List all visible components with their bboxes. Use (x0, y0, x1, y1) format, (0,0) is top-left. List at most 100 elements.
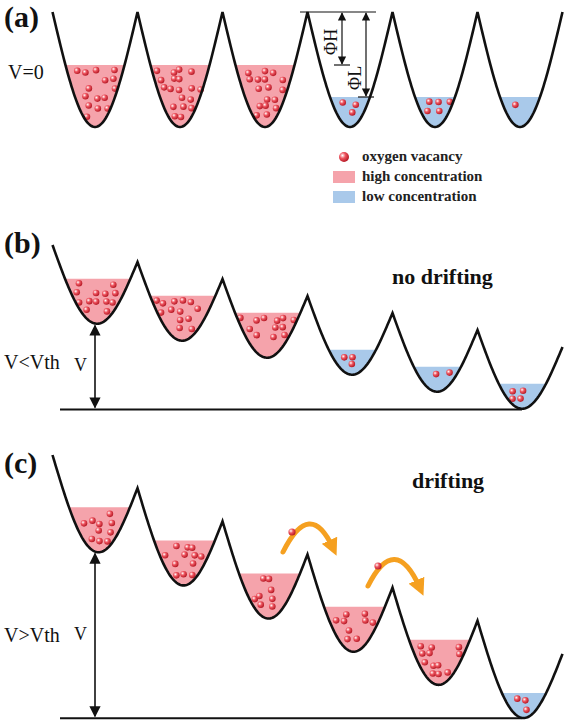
legend-text: low concentration (362, 188, 477, 205)
oxygen-vacancy-dot (109, 520, 116, 527)
legend-text: high concentration (362, 168, 482, 185)
oxygen-vacancy-dot (198, 553, 205, 560)
oxygen-vacancy-dot (168, 306, 175, 313)
voltage-label: V>Vth (4, 625, 60, 645)
oxygen-vacancy-dot (190, 560, 197, 567)
oxygen-vacancy-dot (107, 511, 114, 518)
oxygen-vacancy-dot (194, 305, 201, 312)
barrier-arrow (341, 13, 342, 64)
oxygen-vacancy-dot (362, 617, 369, 624)
oxygen-vacancy-dot (279, 87, 286, 94)
oxygen-vacancy-dot (435, 662, 442, 669)
oxygen-vacancy-dot (349, 109, 356, 116)
potential-panel (53, 245, 563, 410)
baseline (60, 717, 522, 719)
state-label: no drifting (392, 266, 493, 288)
oxygen-vacancy-dot (176, 66, 183, 73)
oxygen-vacancy-dot (255, 76, 262, 83)
oxygen-vacancy-dot (74, 67, 81, 74)
legend-sample (333, 150, 355, 164)
oxygen-vacancy-dot (280, 77, 287, 84)
oxygen-vacancy-dot (172, 561, 179, 568)
oxygen-vacancy-dot (81, 520, 88, 527)
oxygen-vacancy-dot (107, 529, 114, 536)
voltage-arrow (94, 326, 96, 408)
oxygen-vacancy-dot (433, 371, 440, 378)
oxygen-vacancy-dot (173, 572, 180, 579)
potential-panel (53, 12, 563, 127)
oxygen-vacancy-dot (181, 551, 188, 558)
oxygen-vacancy-dot (82, 93, 89, 100)
oxygen-vacancy-dot (180, 297, 187, 304)
oxygen-vacancy-dot (83, 307, 90, 314)
oxygen-vacancy-dot (333, 617, 340, 624)
oxygen-vacancy-dot (185, 315, 192, 322)
drifting-vacancy (374, 562, 381, 569)
oxygen-vacancy-dot (349, 361, 356, 368)
legend-swatch (333, 191, 355, 203)
oxygen-vacancy-dot (171, 298, 178, 305)
vacancy-sample (339, 152, 349, 162)
oxygen-vacancy-dot (426, 650, 433, 657)
oxygen-vacancy-dot (85, 102, 92, 109)
voltage-label: V (74, 356, 87, 374)
oxygen-vacancy-dot (173, 543, 180, 550)
oxygen-vacancy-dot (265, 84, 272, 91)
oxygen-vacancy-dot (76, 280, 83, 287)
oxygen-vacancy-dot (339, 99, 346, 106)
legend-entry: oxygen vacancy (333, 148, 462, 165)
legend-swatch (333, 171, 355, 183)
oxygen-vacancy-dot (261, 315, 268, 322)
oxygen-vacancy-dot (176, 87, 183, 94)
oxygen-vacancy-dot (281, 332, 288, 339)
oxygen-vacancy-dot (435, 99, 442, 106)
oxygen-vacancy-dot (102, 77, 109, 84)
baseline (60, 409, 522, 411)
oxygen-vacancy-dot (86, 298, 93, 305)
oxygen-vacancy-dot (177, 308, 184, 315)
oxygen-vacancy-dot (257, 103, 264, 110)
oxygen-vacancy-dot (456, 644, 463, 651)
oxygen-vacancy-dot (94, 95, 101, 102)
panel-letter: (b) (4, 228, 41, 258)
oxygen-vacancy-dot (89, 536, 96, 543)
oxygen-vacancy-dot (509, 388, 516, 395)
oxygen-vacancy-dot (341, 618, 348, 625)
oxygen-vacancy-dot (178, 114, 185, 121)
level-line (300, 11, 376, 12)
potential-curve (53, 245, 563, 409)
oxygen-vacancy-dot (353, 635, 360, 642)
oxygen-vacancy-dot (262, 76, 269, 83)
oxygen-vacancy-dot (270, 70, 277, 77)
oxygen-vacancy-dot (257, 601, 264, 608)
oxygen-vacancy-dot (158, 77, 165, 84)
potential-panel (53, 455, 563, 718)
oxygen-vacancy-dot (176, 76, 183, 83)
barrier-label: ΦL (346, 66, 364, 90)
oxygen-vacancy-dot (424, 108, 431, 115)
oxygen-vacancy-dot (86, 85, 93, 92)
oxygen-vacancy-dot (422, 659, 429, 666)
oxygen-vacancy-dot (341, 354, 348, 361)
oxygen-vacancy-dot (245, 70, 252, 77)
drift-arrows (283, 524, 420, 588)
oxygen-vacancy-dot (188, 85, 195, 92)
oxygen-vacancy-dot (73, 289, 80, 296)
oxygen-vacancy-dot (269, 596, 276, 603)
oxygen-vacancy-dot (262, 68, 269, 75)
panel-letter: (a) (4, 2, 39, 32)
oxygen-vacancy-dot (96, 538, 103, 545)
oxygen-vacancy-dot (101, 94, 108, 101)
oxygen-vacancy-dot (179, 94, 186, 101)
oxygen-vacancy-dot (344, 636, 351, 643)
oxygen-vacancy-dot (419, 650, 426, 657)
oxygen-vacancy-dot (520, 387, 527, 394)
oxygen-vacancy-dot (172, 113, 179, 120)
oxygen-vacancy-dot (446, 369, 453, 376)
voltage-label: V<Vth (4, 352, 60, 372)
oxygen-vacancy-dot (109, 299, 116, 306)
oxygen-vacancy-dot (435, 671, 442, 678)
oxygen-vacancy-dot (264, 111, 271, 118)
voltage-label: V=0 (8, 62, 44, 82)
